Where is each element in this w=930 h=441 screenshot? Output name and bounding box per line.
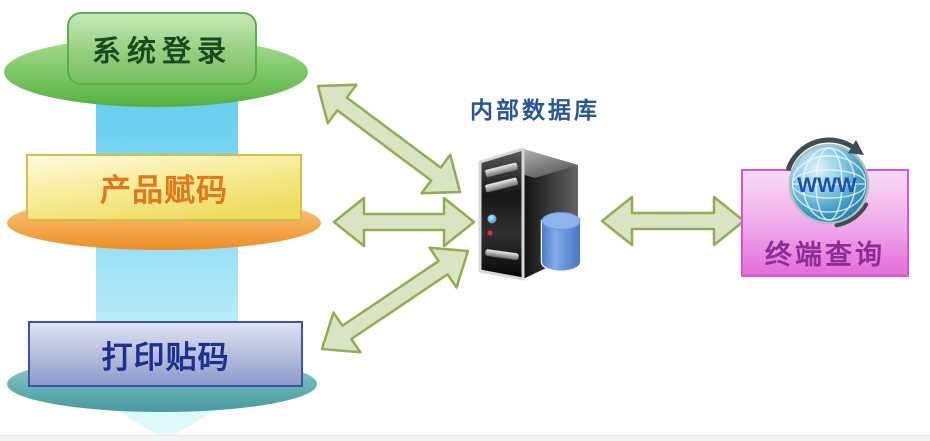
print-box [28, 321, 303, 387]
globe-swoosh-arc [786, 137, 857, 171]
globe-icon: WWW [786, 137, 870, 228]
server-status-led [487, 230, 493, 236]
globe-swoosh-arrowhead [848, 140, 864, 155]
login-box [67, 12, 257, 85]
link-arrow-db-terminal [600, 195, 746, 247]
query-label: 终端查询 [765, 239, 885, 270]
globe-swoosh-arc-bottom [834, 202, 869, 228]
server-power-led [487, 214, 497, 224]
globe-grid [792, 147, 866, 221]
login-label: 系统登录 [91, 35, 232, 68]
database-cylinder-icon [540, 212, 582, 272]
page-bottom-edge [0, 435, 930, 441]
link-arrow-coding-db [332, 196, 476, 248]
coding-box [26, 154, 302, 221]
coding-label: 产品赋码 [100, 173, 228, 208]
link-arrow-login-db [316, 83, 462, 195]
database-label: 内部数据库 [470, 97, 600, 123]
print-label: 打印贴码 [101, 339, 230, 375]
globe-www-text: WWW [797, 174, 857, 197]
server-vent-slots [484, 162, 520, 261]
link-arrow-print-db [320, 246, 470, 354]
